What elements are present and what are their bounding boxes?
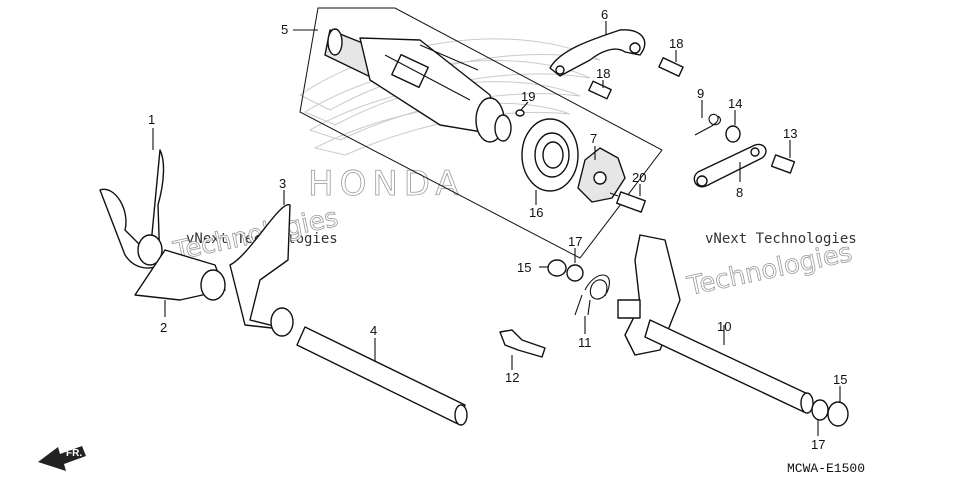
- bolt-20: [609, 191, 646, 213]
- collar-bolt: [770, 154, 796, 174]
- return-spring: [574, 274, 610, 316]
- callout-11: 11: [578, 335, 592, 350]
- callout-16: 16: [529, 205, 543, 220]
- watermark-right: vNext Technologies Technologies: [684, 231, 857, 302]
- callout-10: 10: [717, 319, 731, 334]
- washer-14: [725, 125, 741, 143]
- fork-shaft: [296, 326, 468, 426]
- callout-14: 14: [728, 96, 742, 111]
- callout-17-lower: 17: [811, 437, 825, 452]
- stopper-spring: [694, 113, 721, 136]
- svg-text:vNext Technologies: vNext Technologies: [705, 231, 857, 247]
- shift-fork-3: [229, 204, 294, 337]
- shift-drum: [324, 28, 512, 143]
- bearing: [521, 118, 579, 192]
- shift-fork-2: [134, 249, 226, 301]
- callout-12: 12: [505, 370, 519, 385]
- diagram-code: MCWA-E1500: [787, 461, 865, 476]
- callout-9: 9: [697, 86, 704, 101]
- stopper-plate: [549, 29, 646, 77]
- shift-fork-1: [99, 149, 165, 269]
- callout-3: 3: [279, 176, 286, 191]
- honda-watermark-text: HONDA: [308, 164, 465, 204]
- pin-bolt: [499, 329, 546, 358]
- callout-18-upper: 18: [669, 36, 683, 51]
- callout-20: 20: [632, 170, 646, 185]
- pin: [515, 109, 525, 117]
- washer-15-lower: [827, 401, 849, 427]
- callout-15-upper: 15: [517, 260, 531, 275]
- svg-text:FR.: FR.: [66, 448, 82, 459]
- callout-17-upper: 17: [568, 234, 582, 249]
- drum-center: [577, 147, 626, 203]
- callout-13: 13: [783, 126, 797, 141]
- callout-7: 7: [590, 131, 597, 146]
- callout-15-lower: 15: [833, 372, 847, 387]
- bolt-18-upper: [658, 57, 684, 77]
- callout-19: 19: [521, 89, 535, 104]
- callout-8: 8: [736, 185, 743, 200]
- callout-6: 6: [601, 7, 608, 22]
- gearshift-spindle: [617, 234, 814, 414]
- stopper-arm: [693, 143, 767, 188]
- snap-ring-17-lower: [811, 399, 829, 421]
- callout-18-lower: 18: [596, 66, 610, 81]
- callout-5: 5: [281, 22, 288, 37]
- bolt-18-lower: [588, 80, 612, 100]
- svg-text:Technologies: Technologies: [684, 238, 855, 302]
- leader-lines: [152, 21, 841, 436]
- snap-ring-17-upper: [566, 264, 584, 282]
- washer-15-upper: [547, 259, 567, 277]
- callout-1: 1: [148, 112, 155, 127]
- callout-4: 4: [370, 323, 377, 338]
- front-direction-arrow: FR.: [38, 446, 86, 471]
- callout-2: 2: [160, 320, 167, 335]
